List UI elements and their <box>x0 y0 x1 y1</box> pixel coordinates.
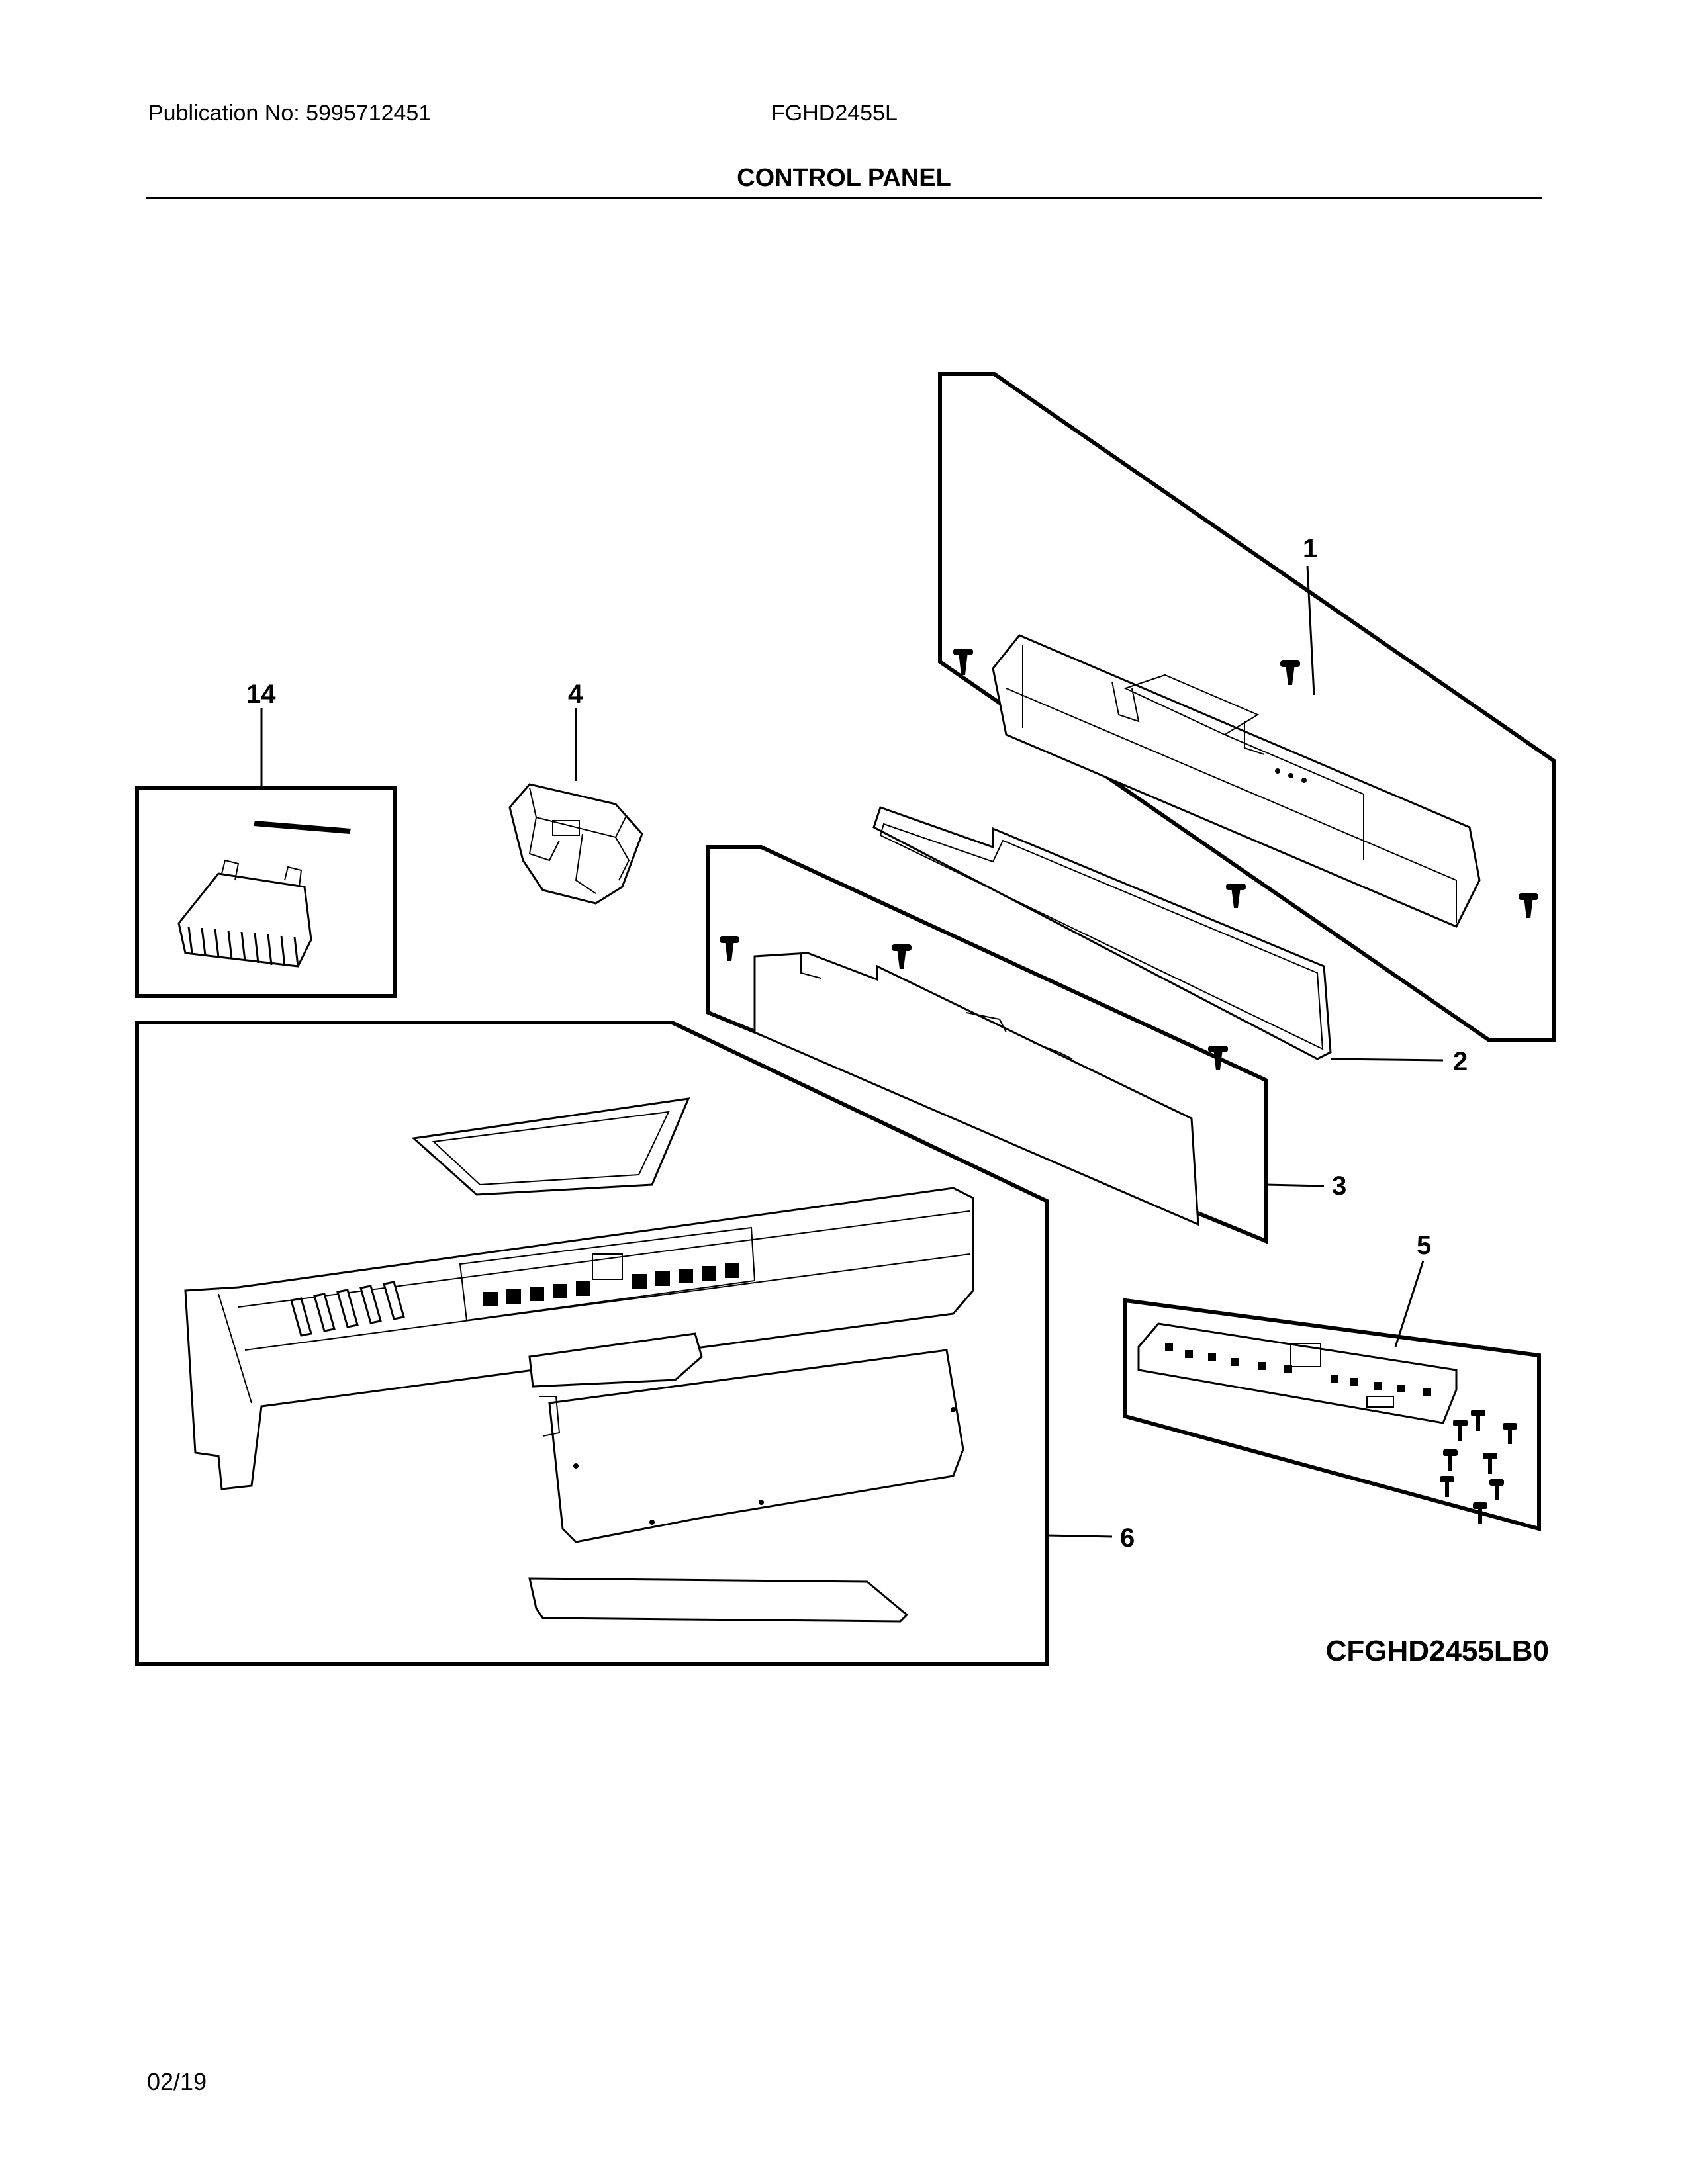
group-3-frame <box>706 845 1268 1244</box>
door-handle <box>528 1332 703 1388</box>
model-number: FGHD2455L <box>771 101 898 126</box>
part-4-switch <box>508 708 643 905</box>
screw <box>1208 1046 1228 1070</box>
header-rule <box>146 197 1542 199</box>
page-date: 02/19 <box>147 2068 207 2095</box>
screw <box>892 944 912 969</box>
group-14-frame <box>135 786 397 998</box>
callout-1: 1 <box>1303 534 1317 563</box>
screw <box>1519 893 1538 918</box>
publication-number: Publication No: 5995712451 <box>148 101 432 126</box>
group-6-frame <box>135 1021 1049 1666</box>
harness-strip <box>254 821 351 834</box>
harness-connector <box>177 872 312 968</box>
gasket <box>872 806 1332 1060</box>
display-cover-plate <box>753 952 1199 1226</box>
window-gasket <box>411 1097 690 1196</box>
screw <box>953 649 973 675</box>
screw <box>1226 884 1246 908</box>
callout-4: 4 <box>568 680 583 709</box>
group-1-frame <box>938 372 1556 1042</box>
callout-5: 5 <box>1417 1231 1431 1260</box>
callout-2: 2 <box>1453 1047 1468 1076</box>
screw <box>1280 660 1300 685</box>
part-group-6 <box>135 1021 1113 1666</box>
control-housing <box>992 634 1481 928</box>
trim-strip <box>528 1577 909 1623</box>
section-title: CONTROL PANEL <box>737 164 951 192</box>
callout-14: 14 <box>246 680 276 709</box>
part-group-1 <box>938 372 1556 1042</box>
door-switch <box>508 783 643 905</box>
callout-6: 6 <box>1120 1524 1135 1553</box>
group-5-frame <box>1123 1298 1541 1531</box>
part-group-3 <box>706 845 1325 1244</box>
control-board <box>1137 1322 1458 1424</box>
part-group-14 <box>135 708 397 998</box>
screw-set <box>1440 1410 1517 1524</box>
board-carrier <box>548 1349 964 1543</box>
diagram-code: CFGHD2455LB0 <box>1325 1635 1549 1667</box>
part-group-5 <box>1123 1260 1541 1531</box>
callout-3: 3 <box>1332 1171 1346 1201</box>
part-2-gasket <box>872 806 1444 1062</box>
screw <box>720 936 739 961</box>
